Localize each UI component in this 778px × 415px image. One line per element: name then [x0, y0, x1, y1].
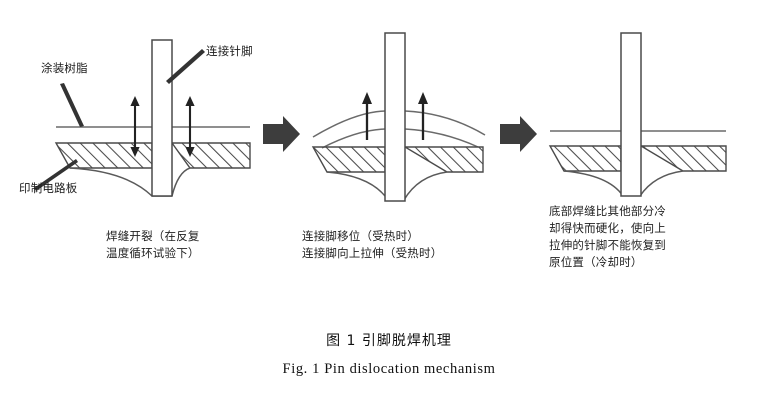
panel-2-resin-bulge [312, 110, 486, 138]
label-coating-resin: 涂装树脂 [41, 61, 88, 75]
panel-2-pcb-left [311, 146, 386, 173]
figure-caption-english: Fig. 1 Pin dislocation mechanism [282, 361, 496, 377]
leader-line-coating-resin [60, 83, 84, 127]
flow-arrow-2-to-3 [500, 116, 537, 152]
panel-1-drawing [34, 39, 251, 197]
panel-2-drawing [311, 32, 486, 202]
panel-1-caption: 焊缝开裂（在反复 温度循环试验下） [106, 229, 200, 260]
panel-1-pcb-right [170, 142, 251, 169]
label-printed-circuit-board: 印制电路板 [19, 181, 78, 195]
panel-2-caption: 连接脚移位（受热时） 连接脚向上拉伸（受热时） [302, 229, 443, 260]
leader-line-pcb [34, 159, 78, 191]
flow-arrow-1-to-2 [263, 116, 300, 152]
panel-2-connecting-pin [384, 32, 406, 202]
panel-1-expansion-arrows [130, 96, 195, 157]
panel-2-uplift-arrows [362, 92, 428, 140]
label-connecting-pin: 连接针脚 [206, 44, 253, 58]
panel-2-resin-inner-curve [321, 128, 479, 149]
figure-caption-chinese: 图 1 引脚脱焊机理 [326, 333, 452, 349]
panel-3-connecting-pin [620, 32, 642, 197]
panel-1-connecting-pin [151, 39, 173, 197]
panel-2-pcb-right [402, 146, 484, 173]
panel-3-pcb-left [548, 145, 622, 172]
panel-3-caption: 底部焊缝比其他部分冷 却得快而硬化，使向上 拉伸的针脚不能恢复到 原位置（冷却时… [549, 204, 666, 269]
panel-3-solder-fillet [563, 170, 684, 197]
leader-line-connecting-pin [166, 49, 205, 84]
panel-3-pcb-right [638, 145, 727, 172]
panel-3-drawing [548, 32, 727, 197]
